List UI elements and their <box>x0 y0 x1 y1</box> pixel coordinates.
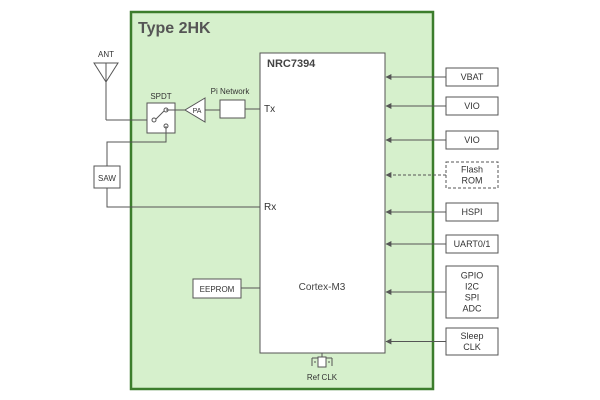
spdt-label: SPDT <box>150 92 171 101</box>
ref-clk-label: Ref CLK <box>307 373 338 382</box>
rx-label: Rx <box>264 202 276 213</box>
port-block-1 <box>445 96 499 116</box>
port-block-6 <box>445 265 499 319</box>
chip-block <box>259 52 386 354</box>
port-label-6-2: SPI <box>465 293 480 303</box>
port-label-7-1: CLK <box>463 342 481 352</box>
saw-to-rx-wire <box>106 188 260 208</box>
port-label-0-0: VBAT <box>461 72 484 82</box>
pi-network-block <box>219 99 246 119</box>
port-label-7-0: Sleep <box>460 331 483 341</box>
port-label-5-0: UART0/1 <box>454 239 491 249</box>
port-block-2 <box>445 130 499 150</box>
port-label-6-1: I2C <box>465 282 480 292</box>
spdt-switch <box>146 102 176 134</box>
chip-name: NRC7394 <box>267 58 316 70</box>
port-label-2-0: VIO <box>464 135 480 145</box>
crystal-icon <box>311 353 333 368</box>
pi-network-label: Pi Network <box>211 87 251 96</box>
chip-core: Cortex-M3 <box>299 282 346 293</box>
port-label-3-0: Flash <box>461 165 483 175</box>
tx-label: Tx <box>264 104 275 115</box>
switch-to-saw-wire <box>106 126 167 166</box>
port-block-0 <box>445 67 499 87</box>
port-label-6-0: GPIO <box>461 271 484 281</box>
port-block-4 <box>445 202 499 222</box>
pa-label: PA <box>193 108 202 115</box>
antenna-label: ANT <box>98 50 114 59</box>
port-label-1-0: VIO <box>464 101 480 111</box>
port-block-3 <box>445 161 499 189</box>
port-label-4-0: HSPI <box>461 207 482 217</box>
port-label-3-1: ROM <box>462 176 483 186</box>
port-block-5 <box>445 234 499 254</box>
saw-label: SAW <box>98 174 116 183</box>
port-block-7 <box>445 327 499 356</box>
module-title: Type 2HK <box>138 20 211 37</box>
eeprom-label: EEPROM <box>200 285 235 294</box>
antenna-icon <box>93 62 119 120</box>
port-label-6-3: ADC <box>462 304 482 314</box>
